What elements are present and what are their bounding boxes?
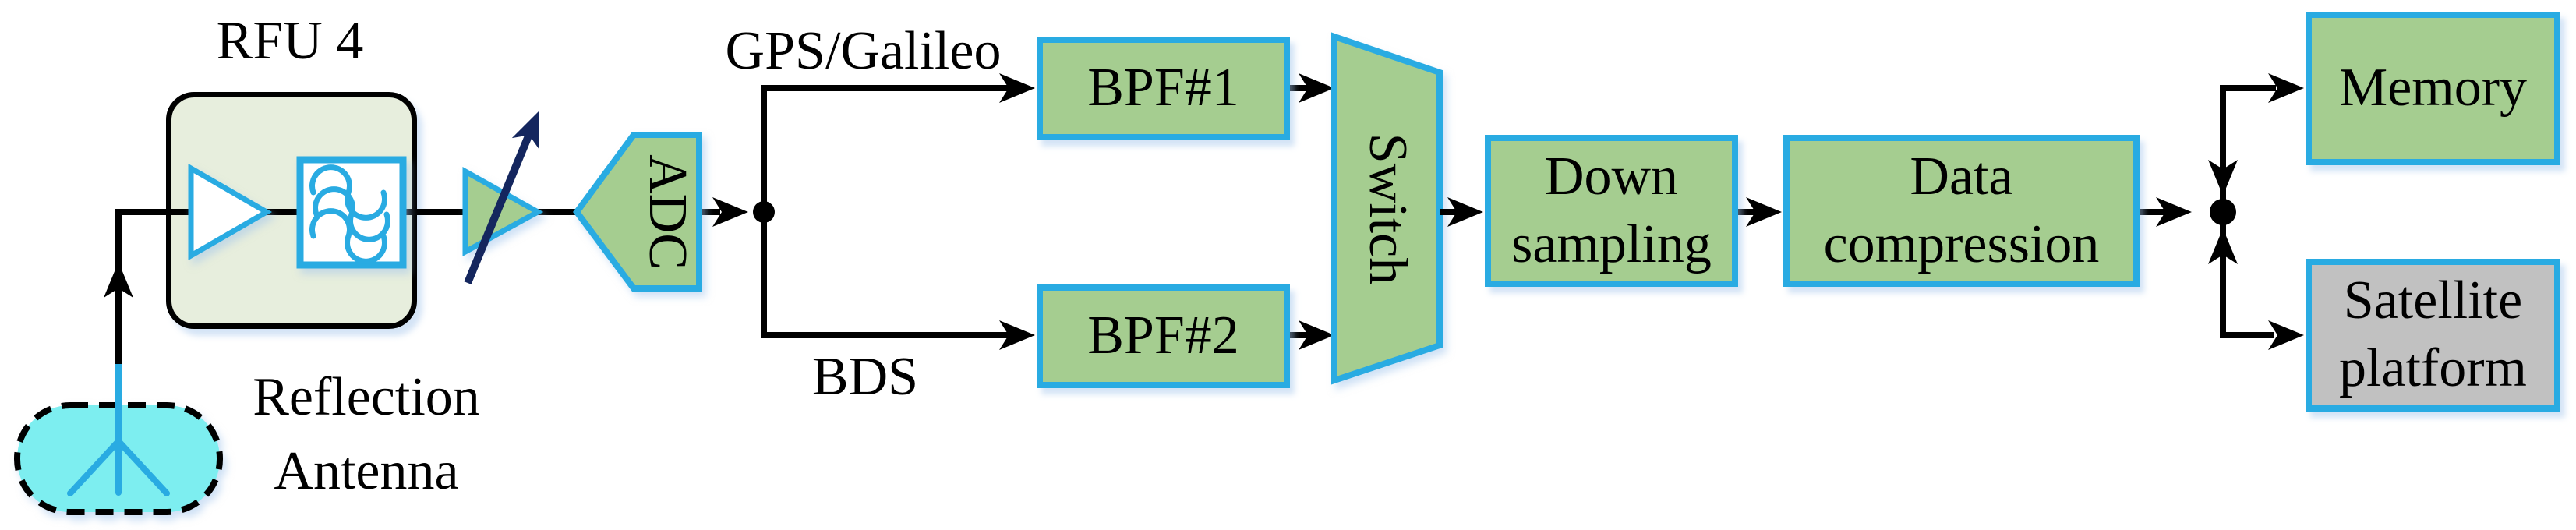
flow-arrow-icon <box>999 320 1035 350</box>
satellite-platform-line1: Satellite <box>2343 270 2523 331</box>
data-compression-line2: compression <box>1823 214 2100 274</box>
bpf1-label: BPF#1 <box>1087 58 1239 118</box>
up-arrow-icon <box>104 262 133 298</box>
satellite-platform-line2: platform <box>2338 338 2528 398</box>
adc-label: ADC <box>638 154 698 270</box>
flow-arrow-icon <box>999 73 1035 103</box>
flow-arrow-icon <box>1299 73 1334 103</box>
antenna-mast-icon <box>67 359 170 496</box>
down-arrow-icon <box>2208 160 2238 196</box>
satellite-platform-block: Satellite platform <box>2306 259 2560 412</box>
data-compression-block: Data compression <box>1783 135 2140 287</box>
antenna-label-line2: Antenna <box>274 441 459 502</box>
flow-arrow-icon <box>2268 73 2304 103</box>
memory-block: Memory <box>2306 12 2560 165</box>
antenna-feed-line <box>115 209 193 364</box>
flow-arrow-icon <box>2268 320 2304 350</box>
switch-block <box>1331 32 1443 385</box>
down-sampling-line2: sampling <box>1511 214 1712 274</box>
bpf1-block: BPF#1 <box>1037 37 1290 140</box>
antenna-label-line1: Reflection <box>253 367 480 427</box>
junction-dot <box>2210 199 2236 225</box>
bpf2-block: BPF#2 <box>1037 284 1290 388</box>
memory-label: Memory <box>2338 58 2528 118</box>
flow-arrow-icon <box>1447 197 1483 227</box>
flow-arrow-icon <box>2156 197 2192 227</box>
down-sampling-line1: Down <box>1544 146 1679 207</box>
rfu-title: RFU 4 <box>216 11 364 71</box>
gain-control-arrow-icon <box>464 123 537 284</box>
switch-label: Switch <box>1358 132 1418 285</box>
flow-arrow-icon <box>1746 197 1782 227</box>
bpf2-label: BPF#2 <box>1087 306 1239 366</box>
junction-dot <box>753 201 775 223</box>
up-arrow-icon <box>2208 228 2238 264</box>
down-sampling-block: Down sampling <box>1485 135 1738 287</box>
antenna-label: Reflection Antenna <box>246 360 487 508</box>
adc-block <box>573 132 702 292</box>
gain-control-arrowhead-icon <box>511 111 539 150</box>
data-compression-line1: Data <box>1910 146 2013 207</box>
filter-wave-icon <box>309 208 387 264</box>
flow-arrow-icon <box>1299 320 1334 350</box>
branch-lines <box>761 85 1010 338</box>
gps-galileo-label: GPS/Galileo <box>725 21 1002 81</box>
variable-gain-amplifier-icon <box>462 167 544 256</box>
bds-label: BDS <box>811 347 919 407</box>
flow-arrow-icon <box>712 197 748 227</box>
amplifier-icon <box>188 163 273 261</box>
